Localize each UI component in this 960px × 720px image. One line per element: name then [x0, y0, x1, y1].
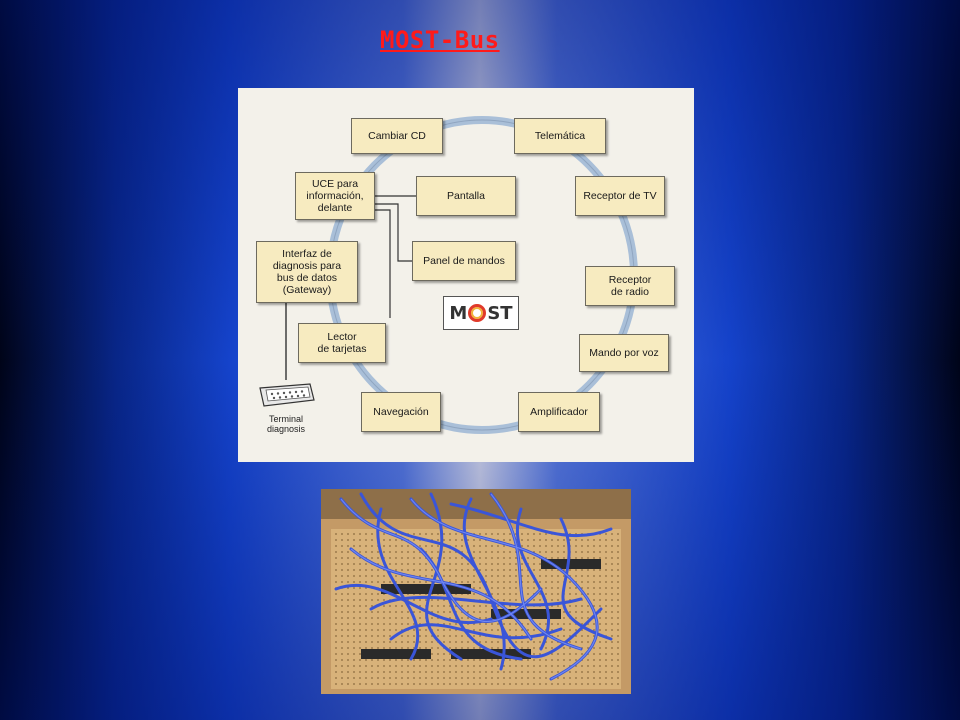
node-receptor-tv: Receptor de TV — [575, 176, 665, 216]
blue-wires-highlight — [340, 493, 598, 680]
most-logo-ring — [468, 304, 487, 322]
uce-panel-line-2 — [375, 209, 391, 318]
node-pantalla: Pantalla — [416, 176, 516, 216]
node-mando-voz: Mando por voz — [579, 334, 669, 372]
wiring-photo-drawing — [321, 489, 631, 694]
node-lector-tarjetas: Lector de tarjetas — [298, 323, 386, 363]
node-uce: UCE para información, delante — [295, 172, 375, 220]
wiring-photo — [321, 489, 631, 694]
slide-title: MOST-Bus — [380, 26, 500, 54]
node-telematica: Telemática — [514, 118, 606, 154]
node-amplificador: Amplificador — [518, 392, 600, 432]
perfboard — [331, 529, 621, 689]
photo-shadow — [321, 489, 631, 519]
node-cambiar-cd: Cambiar CD — [351, 118, 443, 154]
node-interfaz-gateway: Interfaz de diagnosis para bus de datos … — [256, 241, 358, 303]
uce-panel-line — [375, 203, 412, 262]
node-panel-mandos: Panel de mandos — [412, 241, 516, 281]
node-navegacion: Navegación — [361, 392, 441, 432]
terminal-label: Terminal diagnosis — [266, 414, 306, 434]
most-bus-diagram: Cambiar CD Telemática UCE para informaci… — [238, 88, 694, 462]
node-receptor-radio: Receptor de radio — [585, 266, 675, 306]
terminal-connector-icon — [259, 383, 315, 407]
